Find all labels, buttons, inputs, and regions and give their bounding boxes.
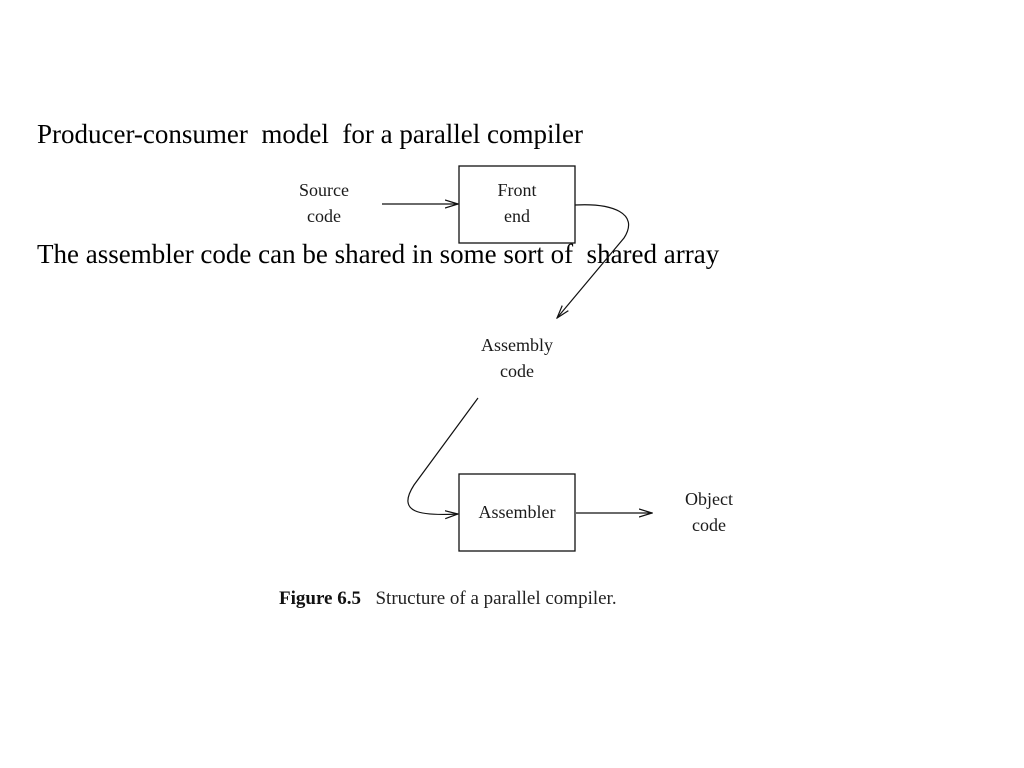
assembly-code-label-line-1: Assembly: [481, 335, 553, 355]
heading-line-2: The assembler code can be shared in some…: [37, 239, 720, 269]
object-code-label-line-2: code: [692, 515, 726, 535]
figure-caption: Figure 6.5 Structure of a parallel compi…: [279, 588, 617, 609]
front-end-box: [458, 165, 576, 244]
assembler-label: Assembler: [479, 502, 556, 522]
front-end-label-line-1: Front: [497, 180, 536, 200]
arrow-front-end-to-assembly-code: [557, 204, 630, 318]
slide-heading: Producer-consumer model for a parallel c…: [37, 34, 719, 314]
front-end-label-line-2: end: [504, 206, 530, 226]
object-code-label-line-1: Object: [685, 489, 733, 509]
assembly-code-label-line-2: code: [500, 361, 534, 381]
figure-caption-text: Structure of a parallel compiler.: [375, 588, 616, 609]
source-code-label-line-2: code: [307, 206, 341, 226]
arrow-assembly-code-to-assembler: [407, 397, 479, 514]
source-code-label-line-1: Source: [299, 180, 349, 200]
heading-line-1: Producer-consumer model for a parallel c…: [37, 119, 583, 149]
figure-caption-label: Figure 6.5: [279, 588, 361, 609]
assembler-box: [458, 473, 576, 552]
